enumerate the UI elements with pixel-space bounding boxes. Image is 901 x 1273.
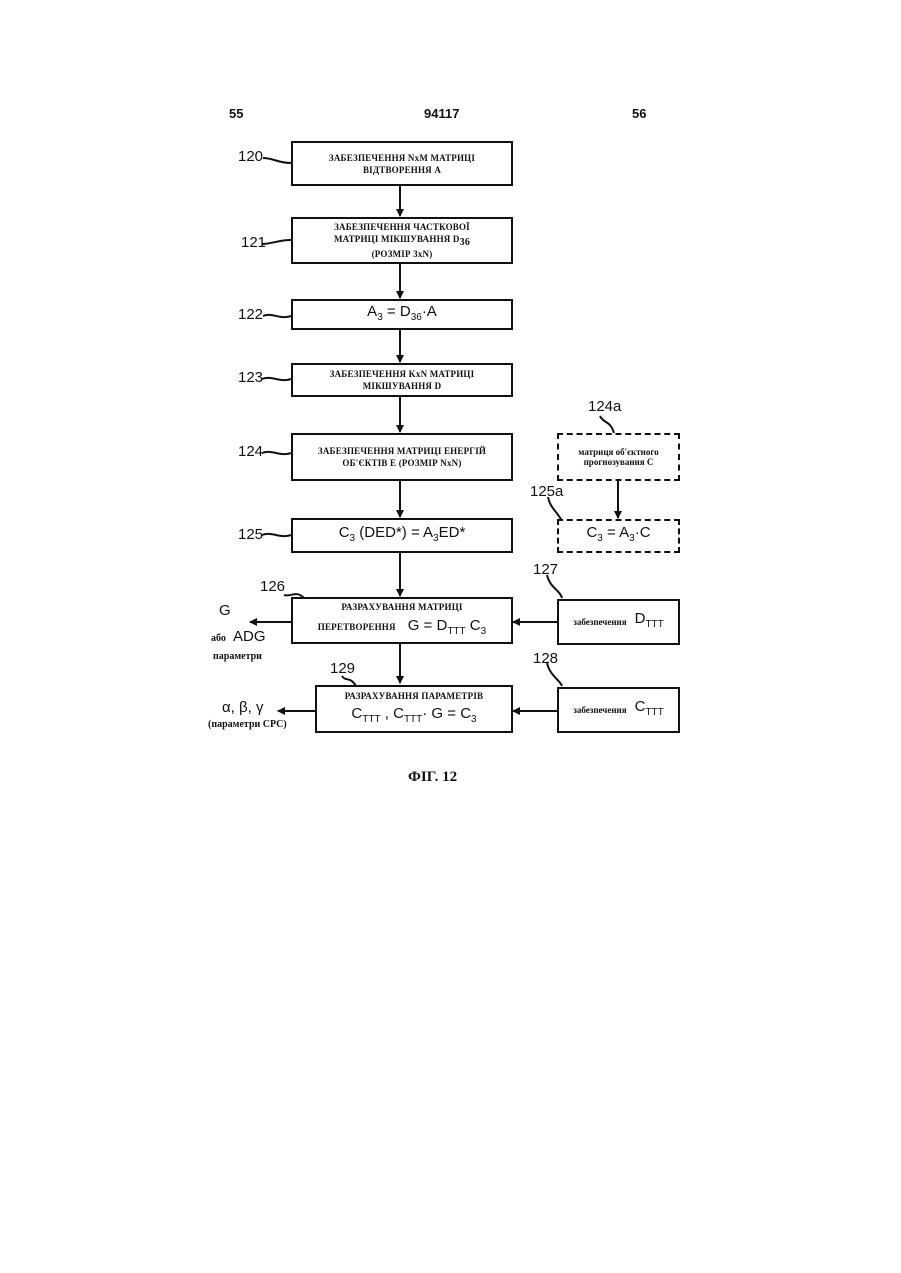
step-124a-line1: матриця об'єктного <box>578 447 658 457</box>
step-124a-line2: прогнозування C <box>584 457 654 467</box>
leader-127 <box>547 575 562 598</box>
step-128-symbol: CTTT <box>635 698 664 722</box>
step-127-box: забезпечення DTTT <box>557 599 680 645</box>
step-122-formula: A3 = D36·A <box>367 303 437 327</box>
leader-124 <box>262 452 291 454</box>
output-cpc: (параметри CPC) <box>208 719 287 730</box>
step-120-line2: ВІДТВОРЕННЯ A <box>363 164 441 176</box>
step-122-box: A3 = D36·A <box>291 299 513 330</box>
output-adg: ADG <box>233 628 266 645</box>
output-or: або <box>211 633 226 644</box>
step-121-line2: МАТРИЦІ МІКШУВАННЯ D36 <box>334 233 470 249</box>
step-123-box: ЗАБЕЗПЕЧЕННЯ KxN МАТРИЦІ МІКШУВАННЯ D <box>291 363 513 397</box>
step-128-box: забезпечення CTTT <box>557 687 680 733</box>
step-120-box: ЗАБЕЗПЕЧЕННЯ NxM МАТРИЦІ ВІДТВОРЕННЯ A <box>291 141 513 186</box>
step-121-line1: ЗАБЕЗПЕЧЕННЯ ЧАСТКОВОЇ <box>334 221 470 233</box>
step-127-label: забезпечення <box>573 617 626 627</box>
ref-123: 123 <box>238 369 263 386</box>
leader-125 <box>262 534 291 536</box>
step-125-box: C3 (DED*) = A3ED* <box>291 518 513 553</box>
step-128-label: забезпечення <box>573 705 626 715</box>
step-121-box: ЗАБЕЗПЕЧЕННЯ ЧАСТКОВОЇ МАТРИЦІ МІКШУВАНН… <box>291 217 513 264</box>
output-params: параметри <box>213 651 262 662</box>
step-125-formula: C3 (DED*) = A3ED* <box>339 524 466 548</box>
step-123-line2: МІКШУВАННЯ D <box>363 380 442 392</box>
ref-127: 127 <box>533 561 558 578</box>
leader-122 <box>263 315 291 317</box>
ref-125: 125 <box>238 526 263 543</box>
ref-120: 120 <box>238 148 263 165</box>
leader-121 <box>262 240 291 244</box>
step-126-box: РАЗРАХУВАННЯ МАТРИЦІ ПЕРЕТВОРЕННЯ G = DT… <box>291 597 513 644</box>
ref-124: 124 <box>238 443 263 460</box>
output-greek: α, β, γ <box>222 699 263 716</box>
step-120-line1: ЗАБЕЗПЕЧЕННЯ NxM МАТРИЦІ <box>329 152 475 164</box>
ref-128: 128 <box>533 650 558 667</box>
leader-124a <box>600 416 614 433</box>
figure-caption: ФІГ. 12 <box>408 769 457 786</box>
step-126-line2: ПЕРЕТВОРЕННЯ G = DTTT C3 <box>318 617 486 641</box>
ref-121: 121 <box>241 234 266 251</box>
ref-122: 122 <box>238 306 263 323</box>
step-126-line1: РАЗРАХУВАННЯ МАТРИЦІ <box>341 601 462 613</box>
ref-126: 126 <box>260 578 285 595</box>
step-123-line1: ЗАБЕЗПЕЧЕННЯ KxN МАТРИЦІ <box>330 368 475 380</box>
ref-129: 129 <box>330 660 355 677</box>
step-127-symbol: DTTT <box>635 610 664 634</box>
leader-120 <box>263 158 291 163</box>
ref-124a: 124a <box>588 398 621 415</box>
ref-125a: 125a <box>530 483 563 500</box>
step-124a-box: матриця об'єктного прогнозування C <box>557 433 680 481</box>
step-129-box: РАЗРАХУВАННЯ ПАРАМЕТРІВ CTTT , CTTT· G =… <box>315 685 513 733</box>
step-125a-formula: C3 = A3·C <box>586 524 650 548</box>
step-124-line1: ЗАБЕЗПЕЧЕННЯ МАТРИЦІ ЕНЕРГІЙ <box>318 445 486 457</box>
output-g: G <box>219 602 231 619</box>
step-129-line1: РАЗРАХУВАННЯ ПАРАМЕТРІВ <box>345 690 483 702</box>
step-121-line3: (РОЗМІР 3xN) <box>372 248 433 260</box>
step-124-box: ЗАБЕЗПЕЧЕННЯ МАТРИЦІ ЕНЕРГІЙ ОБ'ЄКТІВ E … <box>291 433 513 481</box>
leader-125a <box>548 497 562 521</box>
step-125a-box: C3 = A3·C <box>557 519 680 553</box>
step-124-line2: ОБ'ЄКТІВ E (РОЗМІР NxN) <box>342 457 461 469</box>
step-129-formula: CTTT , CTTT· G = C3 <box>351 705 476 729</box>
leader-123 <box>262 378 291 380</box>
